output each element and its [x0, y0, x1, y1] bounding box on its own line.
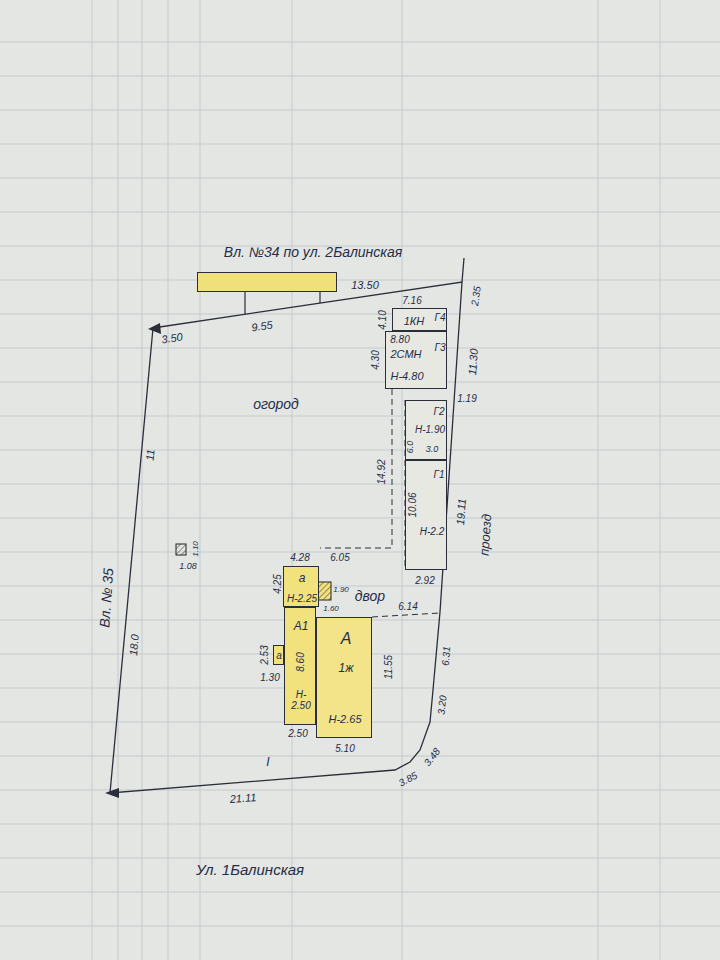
dimension-label: 5.10 — [335, 743, 354, 754]
dimension-label: 10.06 — [407, 492, 418, 517]
dimension-label: 1.30 — [260, 672, 279, 683]
dimension-label: 21.11 — [229, 791, 256, 805]
neighbour-building: Вл. №34 по ул. 2Балинская — [197, 272, 337, 292]
dimension-label: 18.0 — [127, 634, 141, 656]
dimension-label: 3.50 — [161, 331, 184, 346]
dimension-label: 3.20 — [436, 695, 449, 716]
dimension-label: 6.05 — [330, 552, 349, 563]
building-label: Вл. №34 по ул. 2Балинская — [224, 245, 402, 260]
dimension-label: 2.92 — [415, 575, 434, 586]
hatched-entrance — [318, 582, 331, 600]
building-note: Г1 — [433, 469, 444, 480]
dimension-label: 11.30 — [466, 348, 480, 375]
building-label: А — [341, 630, 352, 648]
building-label: А1 — [294, 620, 309, 633]
dimension-label: 1.19 — [457, 393, 476, 404]
area-label: Ул. 1Балинская — [196, 862, 304, 879]
building-note: Н-4.80 — [390, 370, 423, 382]
neighbour-legs — [245, 292, 320, 314]
dimension-label: 6.0 — [406, 441, 416, 454]
building-box: А 1жН-2.65 — [316, 617, 372, 738]
building-box: а — [273, 645, 284, 665]
dimension-label: 3.48 — [422, 746, 443, 768]
dimension-label: 1.08 — [179, 562, 197, 572]
building-label: 1КН — [404, 315, 425, 327]
area-label: огород — [253, 397, 299, 412]
building-label: а — [299, 572, 306, 585]
dimension-label: 13.50 — [351, 279, 379, 291]
dimension-label: 14.92 — [376, 459, 387, 484]
building-note: Г2 — [433, 406, 444, 417]
well-symbol — [176, 544, 186, 555]
area-label: двор — [355, 589, 385, 604]
dimension-label: 19.11 — [454, 498, 468, 525]
dimension-label: 1.10 — [192, 541, 201, 557]
building-label: 2СМН — [390, 348, 421, 360]
dimension-label: 11 — [143, 449, 156, 461]
building-note: Н- 2.50 — [288, 689, 314, 711]
boundary-arrows — [105, 323, 161, 798]
dimension-label: 2.35 — [469, 286, 483, 307]
dimension-label: 8.60 — [295, 652, 306, 671]
dimension-label: 1.90 — [333, 586, 349, 595]
building-note: Н-2.65 — [328, 713, 361, 725]
dimension-label: 7.16 — [402, 295, 421, 306]
dimension-label: 2.53 — [259, 645, 270, 664]
dimension-label: 3.85 — [397, 770, 419, 789]
dimension-label: 4.25 — [272, 574, 283, 593]
building-note: Н-2.25 — [287, 593, 317, 604]
building-label: Н-1.90 — [415, 424, 445, 435]
building-box: аН-2.25 — [283, 566, 319, 607]
dimension-label: 8.80 — [390, 334, 409, 345]
dimension-label: 4.30 — [370, 350, 381, 369]
dimension-label: 1.60 — [323, 605, 339, 614]
building-note: 1ж — [339, 662, 354, 675]
dimension-label: 11.55 — [383, 655, 394, 679]
building-box: 1КН Г4 — [392, 308, 447, 331]
dimension-label: 9.55 — [251, 319, 274, 334]
dimension-label: 4.10 — [377, 310, 388, 329]
plot-boundary — [110, 258, 464, 793]
building-label: Н-2.2 — [420, 526, 444, 537]
area-label: проезд — [477, 514, 494, 557]
building-label: а — [276, 650, 282, 661]
dimension-label: 6.31 — [440, 646, 452, 666]
building-note: Г3 — [434, 342, 445, 353]
dimension-label: 2.50 — [288, 728, 307, 739]
dimension-label: 6.14 — [398, 601, 417, 612]
area-label: Вл. № 35 — [97, 568, 117, 629]
building-note: Г4 — [434, 312, 445, 323]
dimension-label: 3.0 — [426, 445, 439, 455]
dimension-label: 4.28 — [290, 552, 309, 563]
dimension-label: I — [266, 756, 269, 769]
